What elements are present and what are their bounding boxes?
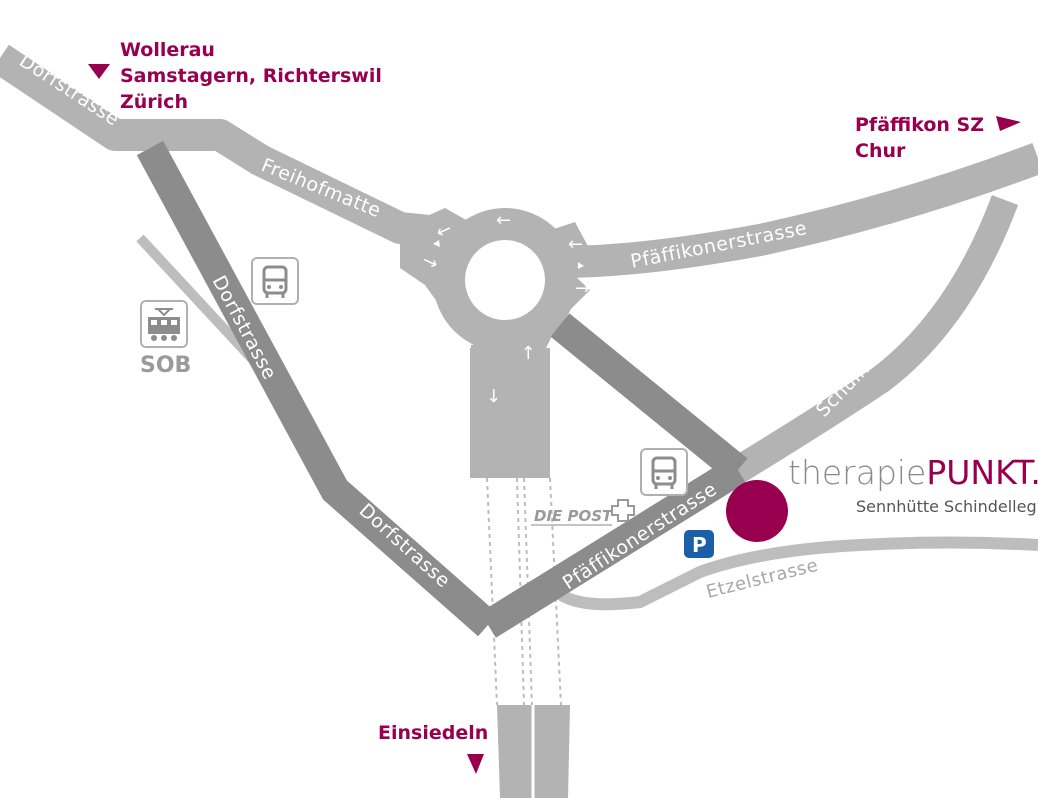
brand-name-strong: PUNKT. xyxy=(926,453,1038,492)
pfaeffikonerstrasse-east-road xyxy=(559,143,1038,278)
svg-text:→: → xyxy=(518,345,539,360)
svg-text:→: → xyxy=(483,388,504,403)
destination-zurich: Zürich xyxy=(120,91,188,113)
train-icon xyxy=(140,300,188,348)
road-label-freihofmatte: Freihofmatte xyxy=(258,154,384,222)
post-cross-icon xyxy=(611,499,635,522)
etzelstrasse-road xyxy=(550,536,1038,611)
pfaeffikonerstrasse-diag-road xyxy=(550,313,748,482)
post-logo-text: DIE POST xyxy=(534,507,614,525)
destination-wollerau: Wollerau xyxy=(120,39,215,61)
destination-chur: Chur xyxy=(855,140,906,162)
destination-north-east: Pfäffikon SZ Chur xyxy=(855,114,1021,162)
svg-text:←: ← xyxy=(568,234,583,255)
destination-samstagern: Samstagern, Richterswil xyxy=(120,65,382,87)
road-label-dorfstrasse-low: Dorfstrasse xyxy=(355,499,455,592)
brand-subtitle: Sennhütte Schindellegi xyxy=(856,497,1038,516)
bus-stop-icon xyxy=(640,448,688,496)
railway-line xyxy=(136,234,259,366)
svg-text:→: → xyxy=(575,278,590,299)
dorfstrasse-main-road xyxy=(136,140,498,637)
sob-logo: SOB xyxy=(140,353,191,378)
location-dot-icon xyxy=(726,480,788,542)
direction-arrow-icon xyxy=(996,116,1021,131)
schulhaustrasse-road xyxy=(730,195,1019,482)
svg-text:←: ← xyxy=(496,210,511,231)
parking-icon: P xyxy=(684,530,714,558)
south-exit-road xyxy=(497,705,570,798)
destination-north-west: Wollerau Samstagern, Richterswil Zürich xyxy=(88,39,382,113)
pfaeffikonerstrasse-low-road xyxy=(480,457,746,638)
brand-name-light: therapie xyxy=(788,453,926,492)
direction-arrow-icon xyxy=(88,64,110,79)
direction-arrow-icon xyxy=(467,754,484,774)
destination-south: Einsiedeln xyxy=(378,722,488,774)
brand-name: therapiePUNKT. xyxy=(788,453,1038,492)
post-logo: DIE POST xyxy=(531,499,635,526)
destination-einsiedeln: Einsiedeln xyxy=(378,722,488,744)
bus-stop-icon xyxy=(251,257,299,305)
brand-block: therapiePUNKT. Sennhütte Schindellegi xyxy=(788,453,1038,516)
destination-pfaeffikon: Pfäffikon SZ xyxy=(855,114,984,136)
roundabout xyxy=(400,208,590,352)
south-approach-road xyxy=(470,345,550,478)
parking-label: P xyxy=(692,533,707,557)
